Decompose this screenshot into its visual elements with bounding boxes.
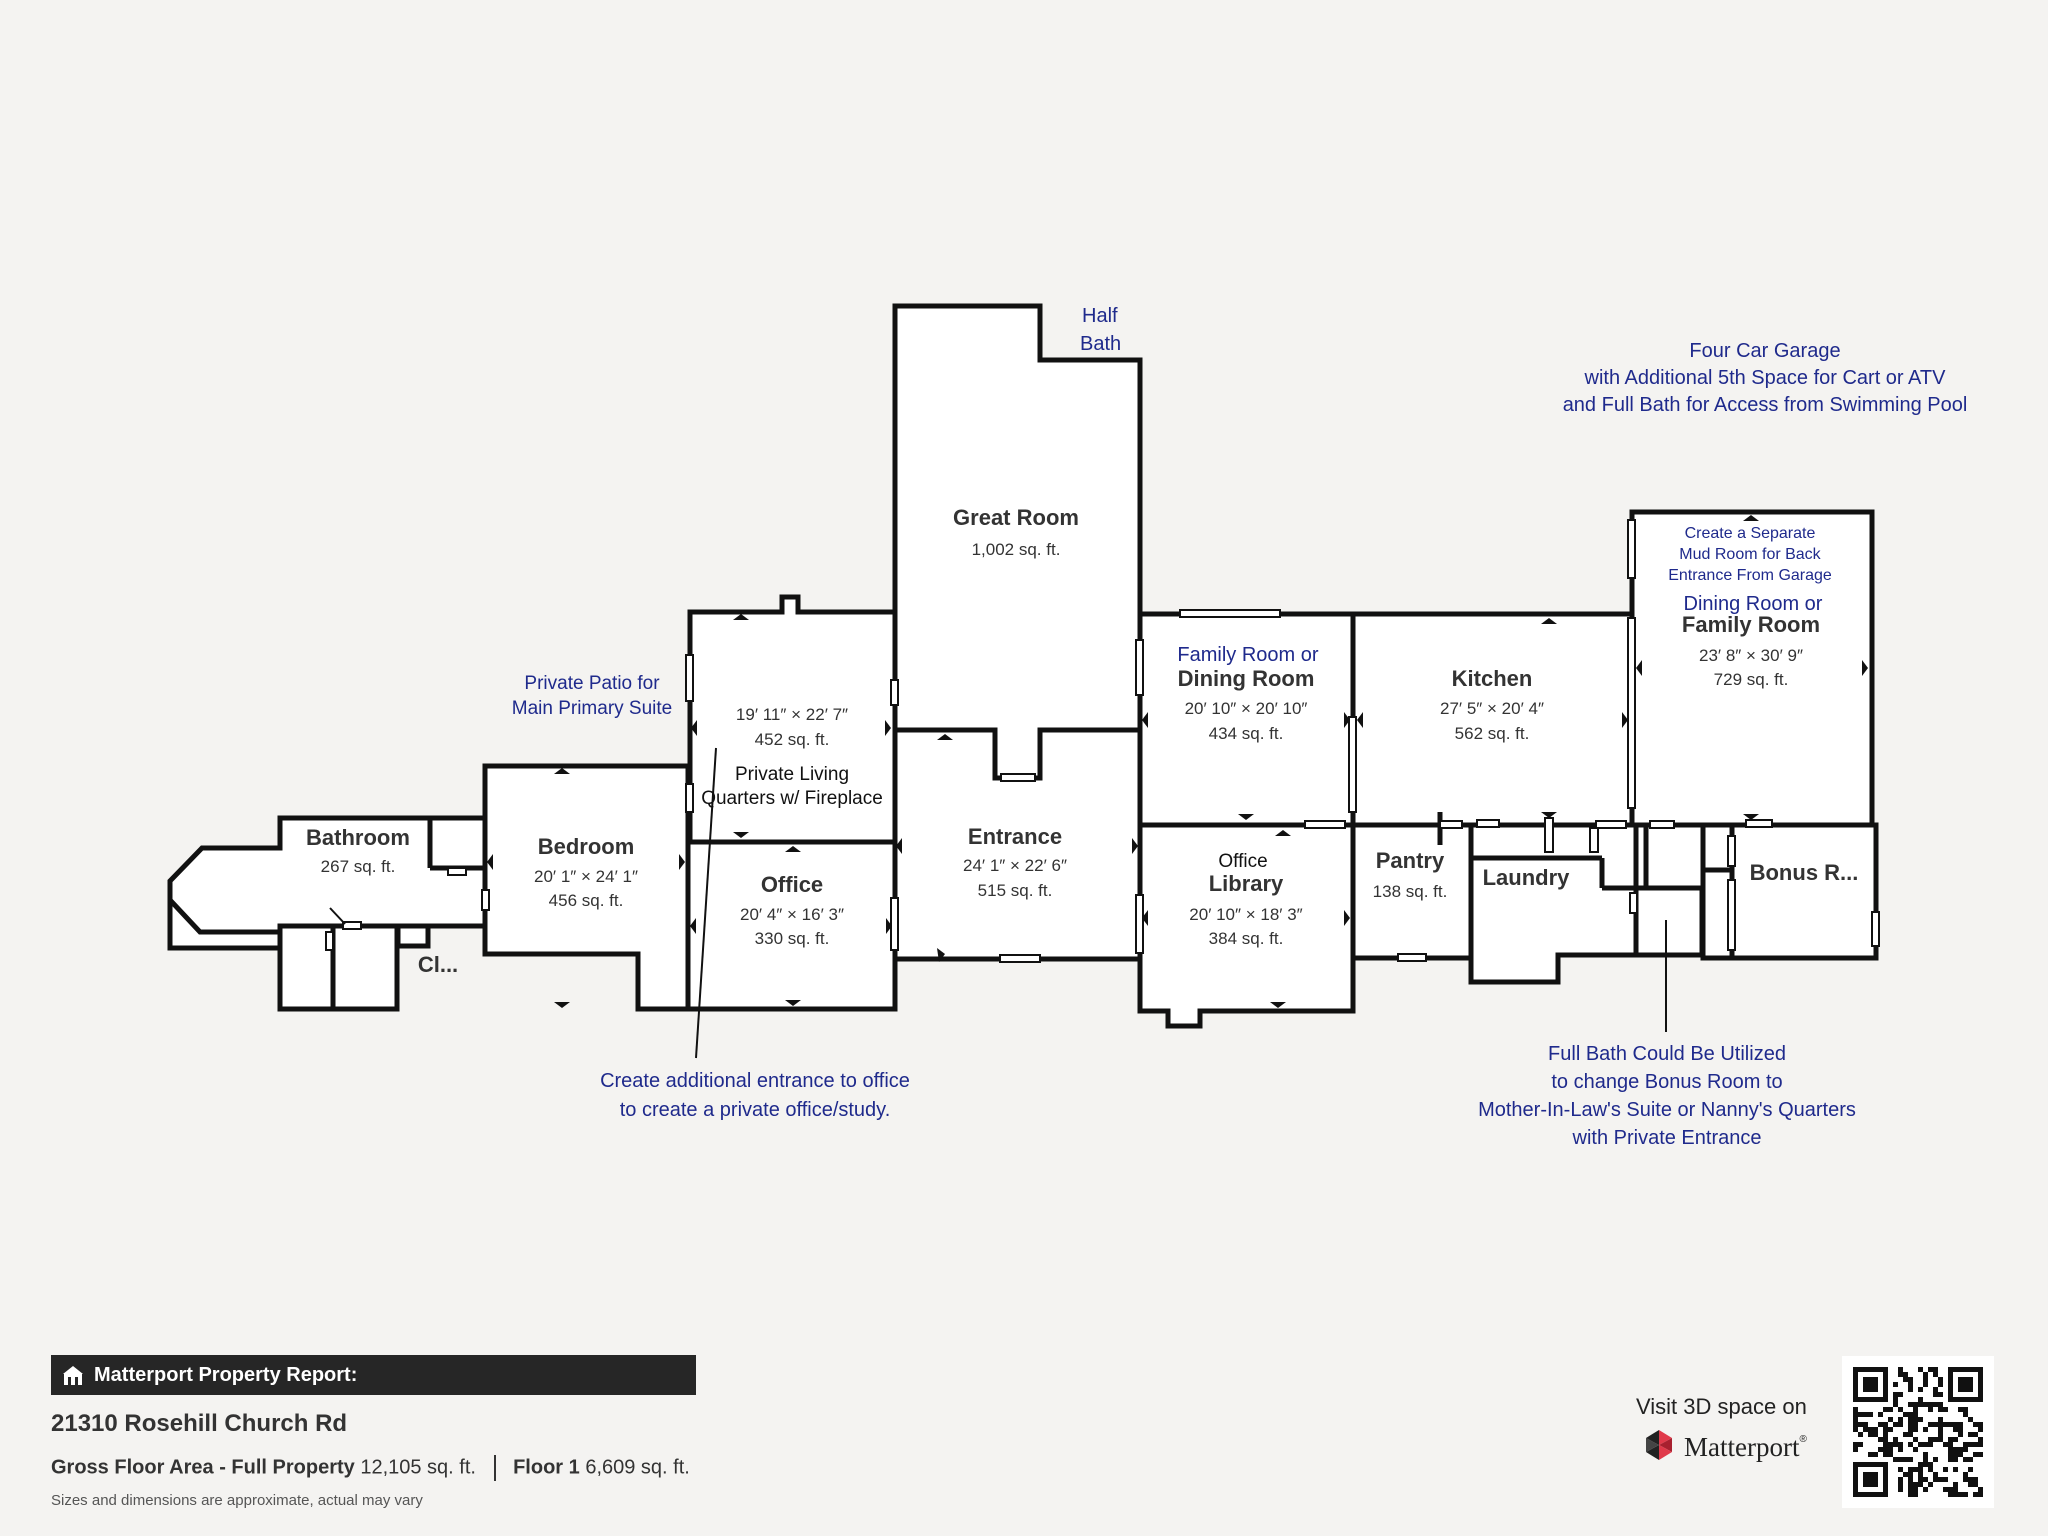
office-area: 330 sq. ft. — [755, 929, 830, 948]
divider — [493, 1455, 496, 1481]
patio-note-1: Private Patio for — [524, 673, 660, 694]
office-entrance-note-2: to create a private office/study. — [620, 1099, 891, 1121]
library-area: 384 sq. ft. — [1209, 929, 1284, 948]
kitchen-area: 562 sq. ft. — [1455, 724, 1530, 743]
patio-note-2: Main Primary Suite — [512, 698, 673, 719]
private-living-dims: 19′ 11″ × 22′ 7″ — [736, 705, 848, 724]
full-bath-note-2: to change Bonus Room to — [1551, 1071, 1782, 1093]
garage-note-2: with Additional 5th Space for Cart or AT… — [1584, 367, 1947, 389]
dining-family-dims: 23′ 8″ × 30′ 9″ — [1699, 646, 1803, 665]
library-label-2: Library — [1209, 871, 1284, 896]
private-living-area: 452 sq. ft. — [755, 730, 830, 749]
library-label-1: Office — [1218, 851, 1267, 872]
private-living-label-1: Private Living — [735, 764, 849, 785]
great-room-name: Great Room — [953, 505, 1079, 530]
office-entrance-note-1: Create additional entrance to office — [600, 1070, 910, 1092]
entrance-dims: 24′ 1″ × 22′ 6″ — [963, 856, 1067, 875]
library-dims: 20′ 10″ × 18′ 3″ — [1189, 905, 1302, 924]
pantry-area: 138 sq. ft. — [1373, 882, 1448, 901]
kitchen-dims: 27′ 5″ × 20′ 4″ — [1440, 699, 1544, 718]
bedroom-dims: 20′ 1″ × 24′ 1″ — [534, 867, 638, 886]
bath-lower-closet — [277, 923, 400, 1012]
report-title: Matterport Property Report: — [94, 1363, 358, 1386]
floor-area-value: 6,609 sq. ft. — [585, 1456, 690, 1479]
entrance-area: 515 sq. ft. — [978, 881, 1053, 900]
garage-note-1: Four Car Garage — [1689, 340, 1840, 362]
gross-area-label: Gross Floor Area - Full Property — [51, 1456, 355, 1479]
matterport-brand: Matterport — [1684, 1432, 1800, 1462]
office-name: Office — [761, 872, 823, 897]
matterport-logo-icon — [1642, 1428, 1676, 1467]
family-dining-dims: 20′ 10″ × 20′ 10″ — [1185, 699, 1308, 718]
laundry-name: Laundry — [1483, 865, 1571, 890]
full-bath-note-3: Mother-In-Law's Suite or Nanny's Quarter… — [1478, 1099, 1856, 1121]
doors — [325, 519, 1880, 963]
bathroom-area: 267 sq. ft. — [321, 857, 396, 876]
full-bath-note-4: with Private Entrance — [1572, 1127, 1762, 1149]
family-dining-name: Dining Room — [1178, 666, 1315, 691]
mudroom-note-1: Create a Separate — [1685, 525, 1816, 542]
garage-note-3: and Full Bath for Access from Swimming P… — [1563, 394, 1968, 416]
bonus-room-wall — [1700, 822, 1879, 961]
bedroom-name: Bedroom — [538, 834, 635, 859]
family-room-wall — [1137, 611, 1356, 828]
family-dining-note: Family Room or — [1177, 644, 1318, 666]
disclaimer: Sizes and dimensions are approximate, ac… — [51, 1492, 423, 1509]
mudroom-note-3: Entrance From Garage — [1668, 567, 1832, 584]
registered-mark: ® — [1799, 1434, 1807, 1445]
kitchen-name: Kitchen — [1452, 666, 1533, 691]
office-dims: 20′ 4″ × 16′ 3″ — [740, 905, 844, 924]
dining-family-area: 729 sq. ft. — [1714, 670, 1789, 689]
half-bath-label-2: Bath — [1080, 333, 1121, 355]
qr-code[interactable] — [1842, 1356, 1994, 1508]
half-bath-label: Half — [1082, 305, 1118, 327]
direction-arrows — [487, 515, 1868, 1008]
building-icon — [62, 1364, 84, 1386]
entrance-name: Entrance — [968, 824, 1062, 849]
great-room-area: 1,002 sq. ft. — [972, 540, 1061, 559]
office-entrance-leader — [695, 747, 717, 1059]
mudroom-note-2: Mud Room for Back — [1679, 546, 1821, 563]
pantry-wall — [1350, 822, 1474, 961]
private-living-label-2: Quarters w/ Fireplace — [701, 788, 883, 809]
dining-family-wall — [1629, 509, 1875, 828]
entrance-wall — [892, 727, 1143, 962]
dining-family-name: Family Room — [1682, 612, 1820, 637]
gross-area-value: 12,105 sq. ft. — [360, 1456, 476, 1479]
dining-family-note: Dining Room or — [1684, 593, 1823, 615]
closet-name: Cl... — [418, 952, 458, 977]
floor-label: Floor 1 — [513, 1456, 580, 1479]
report-header-bar: Matterport Property Report: — [51, 1355, 696, 1395]
full-bath-wall — [1643, 822, 1706, 891]
bedroom-area: 456 sq. ft. — [549, 891, 624, 910]
kitchen-wall — [1350, 611, 1635, 828]
visit-3d-label: Visit 3D space on — [1636, 1394, 1807, 1419]
floor-area-summary: Gross Floor Area - Full Property 12,105 … — [51, 1455, 690, 1481]
property-address: 21310 Rosehill Church Rd — [51, 1410, 348, 1437]
full-bath-note-1: Full Bath Could Be Utilized — [1548, 1043, 1786, 1065]
bath-leader — [329, 907, 346, 925]
pantry-name: Pantry — [1376, 848, 1445, 873]
closet-small — [395, 923, 431, 949]
qr-code-pattern — [1853, 1367, 1983, 1497]
family-dining-area: 434 sq. ft. — [1209, 724, 1284, 743]
office-wall — [685, 839, 898, 1012]
bathroom-name: Bathroom — [306, 825, 410, 850]
matterport-logo[interactable]: Matterport® — [1642, 1428, 1807, 1467]
bonus-room-name: Bonus R... — [1750, 860, 1859, 885]
bedroom-wall — [482, 763, 691, 1012]
